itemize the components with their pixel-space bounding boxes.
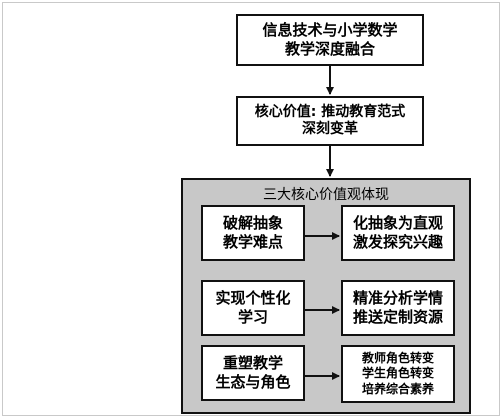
row2-left-line-1: 实现个性化 [215, 289, 291, 308]
row1-left-line-2: 教学难点 [222, 233, 283, 251]
top-box-line-1: 信息技术与小学数学 [262, 21, 398, 40]
outer-frame [2, 2, 500, 416]
row3-right-line-2: 学生角色转变 [361, 366, 434, 381]
core-value-line-1: 核心价值: 推动教育范式 [254, 103, 406, 120]
core-value-box: 核心价值: 推动教育范式 深刻变革 [236, 96, 424, 146]
group-title: 三大核心价值观体现 [263, 187, 389, 203]
row3-left-line-2: 生态与角色 [215, 373, 291, 391]
row1-left-line-1: 破解抽象 [222, 214, 283, 233]
core-value-text: 核心价值: 推动教育范式 深刻变革 [255, 104, 405, 139]
row2-right-line-2: 推送定制资源 [352, 308, 443, 326]
row2-right-box: 精准分析学情 推送定制资源 [341, 280, 455, 336]
row3-left-box: 重塑教学 生态与角色 [201, 345, 305, 401]
core-value-line-2: 深刻变革 [301, 121, 358, 137]
row2-left-line-2: 学习 [237, 308, 268, 326]
row1-right-text: 化抽象为直观 激发探究兴趣 [353, 214, 443, 252]
row2-left-text: 实现个性化 学习 [215, 289, 290, 327]
top-box-text: 信息技术与小学数学 教学深度融合 [262, 21, 397, 59]
row2-right-line-1: 精准分析学情 [352, 289, 443, 308]
row1-right-line-2: 激发探究兴趣 [352, 233, 443, 251]
row3-left-text: 重塑教学 生态与角色 [215, 354, 290, 392]
row3-left-line-1: 重塑教学 [222, 354, 283, 373]
row3-right-line-3: 培养综合素养 [361, 381, 434, 396]
row3-right-line-1: 教师角色转变 [361, 350, 434, 365]
row1-left-text: 破解抽象 教学难点 [223, 214, 283, 252]
row2-right-text: 精准分析学情 推送定制资源 [353, 289, 443, 327]
row3-right-text: 教师角色转变 学生角色转变 培养综合素养 [362, 351, 434, 398]
top-box-line-2: 教学深度融合 [284, 40, 375, 58]
row1-left-box: 破解抽象 教学难点 [201, 205, 305, 261]
row1-right-line-1: 化抽象为直观 [352, 214, 443, 233]
row1-right-box: 化抽象为直观 激发探究兴趣 [341, 205, 455, 261]
top-box: 信息技术与小学数学 教学深度融合 [236, 14, 424, 66]
row3-right-box: 教师角色转变 学生角色转变 培养综合素养 [341, 345, 455, 403]
row2-left-box: 实现个性化 学习 [201, 280, 305, 336]
